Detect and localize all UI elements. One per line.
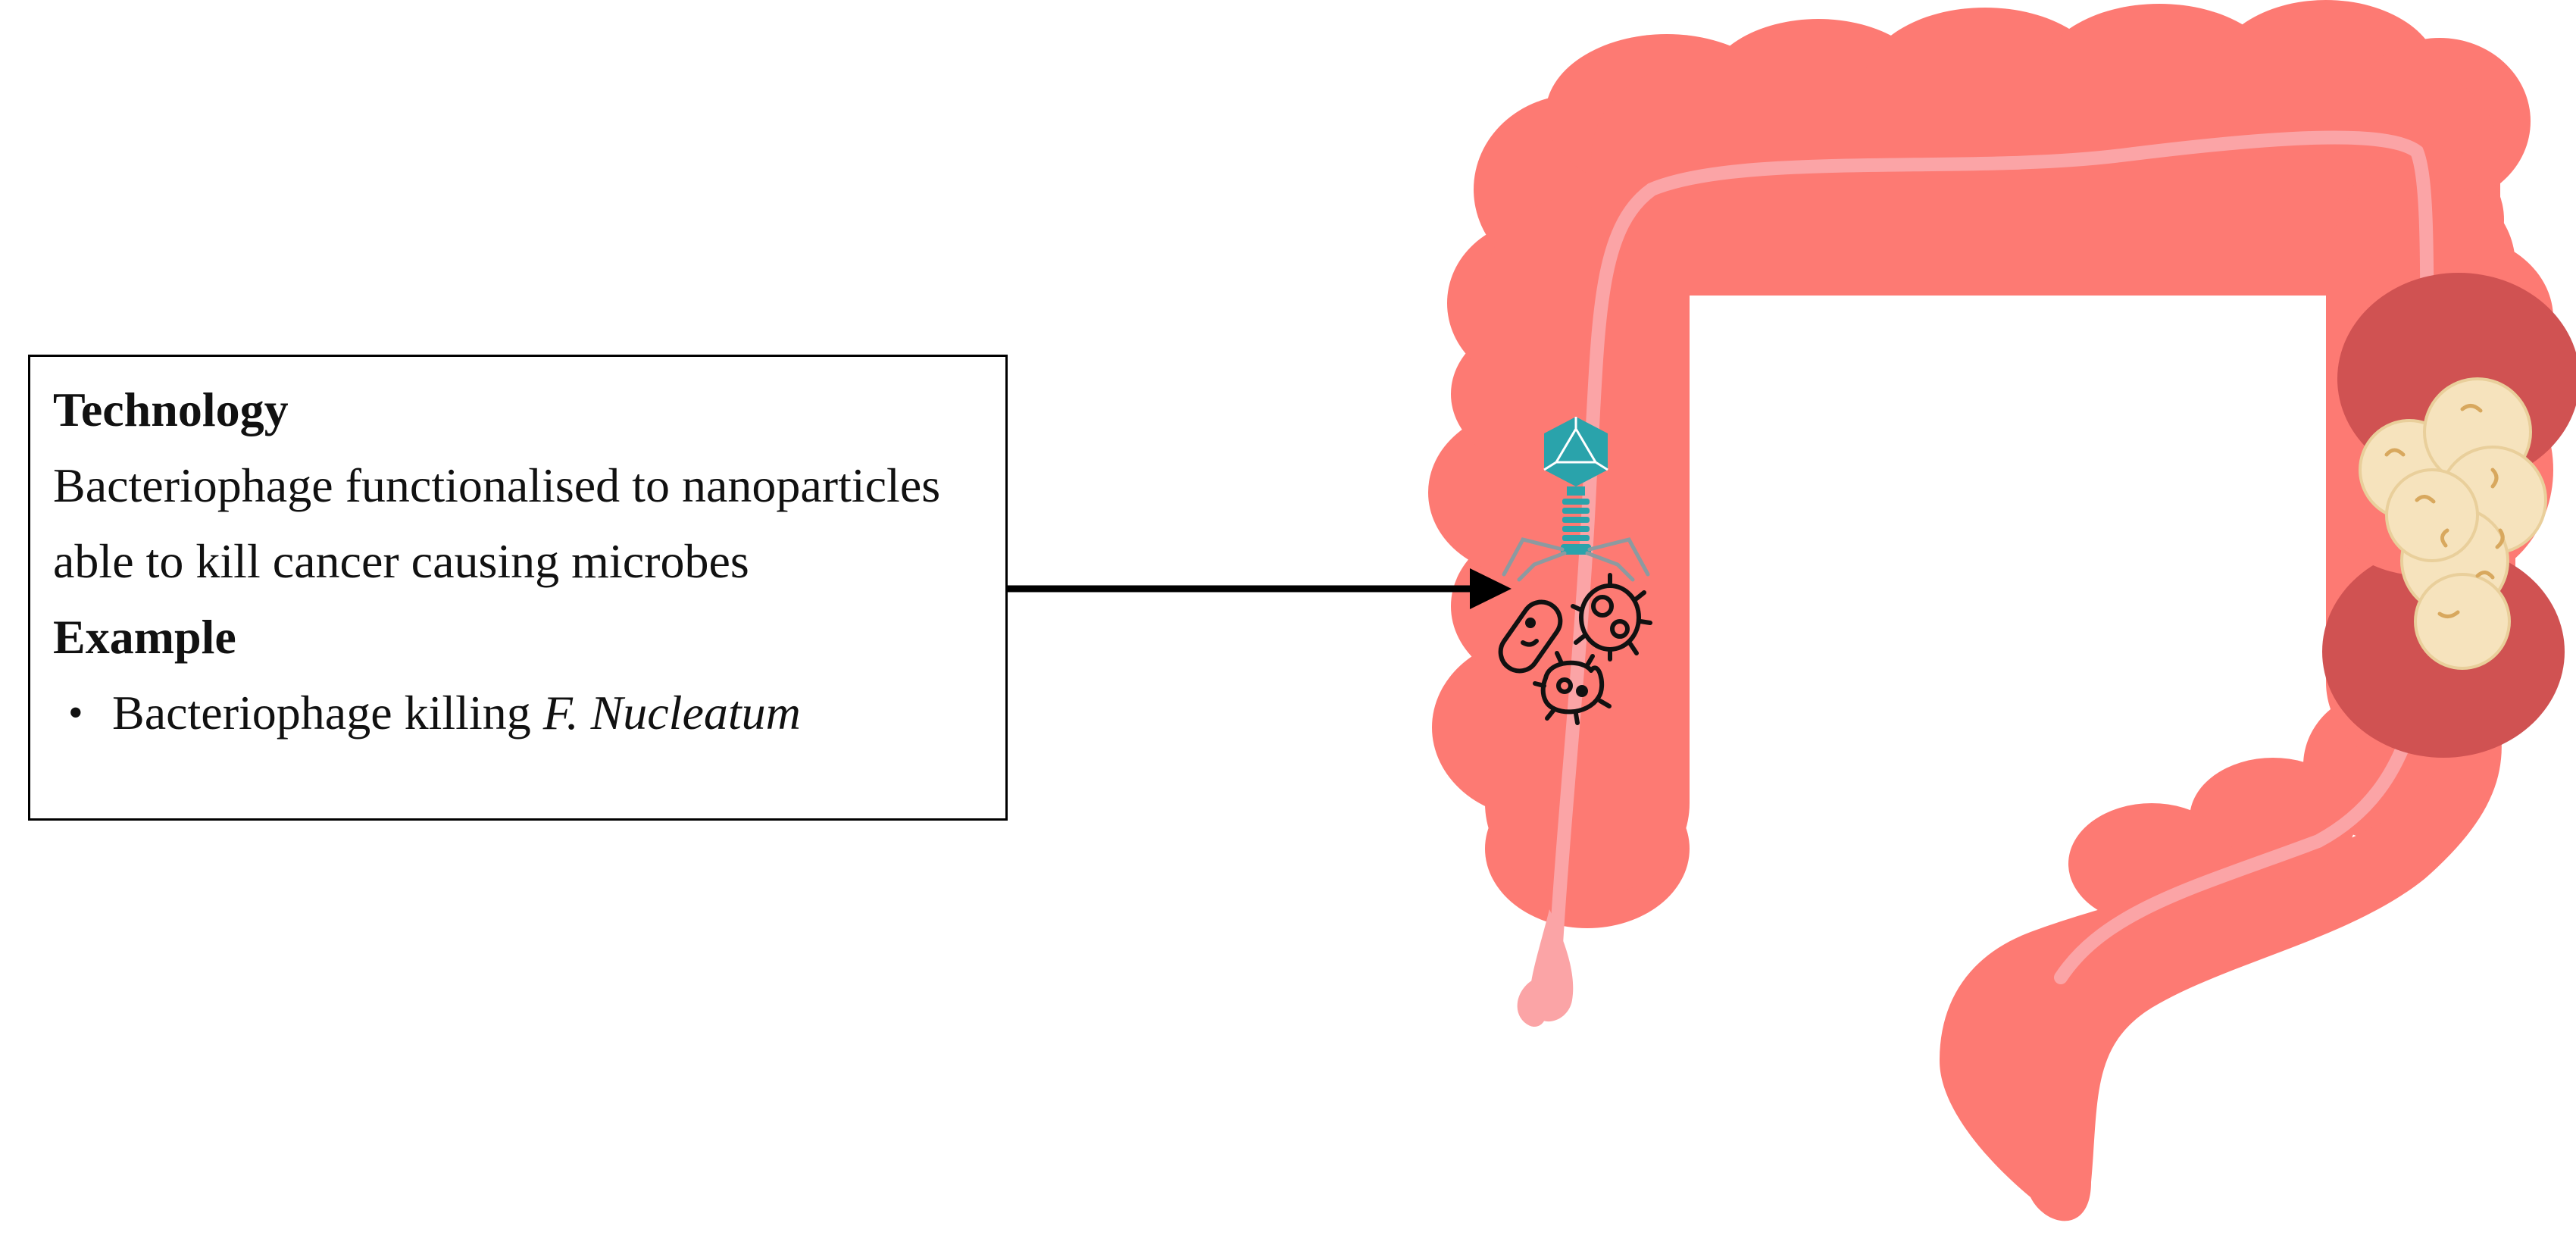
example-heading: Example <box>53 610 236 664</box>
example-item: • Bacteriophage killing F. Nucleatum <box>68 675 986 751</box>
pointer-arrow <box>1008 568 1512 609</box>
technology-info-box: Technology Bacteriophage functionalised … <box>28 355 1008 821</box>
organism-name: F. Nucleatum <box>542 686 801 740</box>
technology-description: Bacteriophage functionalised to nanopart… <box>53 458 941 588</box>
tumor-texture <box>2384 404 2505 618</box>
technology-heading: Technology <box>53 383 289 436</box>
bullet-icon: • <box>68 690 83 737</box>
tumor-icon <box>2359 377 2547 670</box>
bacteriophage-icon <box>1502 417 1650 582</box>
colon <box>1428 0 2553 1221</box>
appendix <box>1530 909 1574 1022</box>
bacteria-icon <box>1498 573 1652 725</box>
example-text: Bacteriophage killing <box>112 686 543 740</box>
example-list: • Bacteriophage killing F. Nucleatum <box>53 675 986 751</box>
